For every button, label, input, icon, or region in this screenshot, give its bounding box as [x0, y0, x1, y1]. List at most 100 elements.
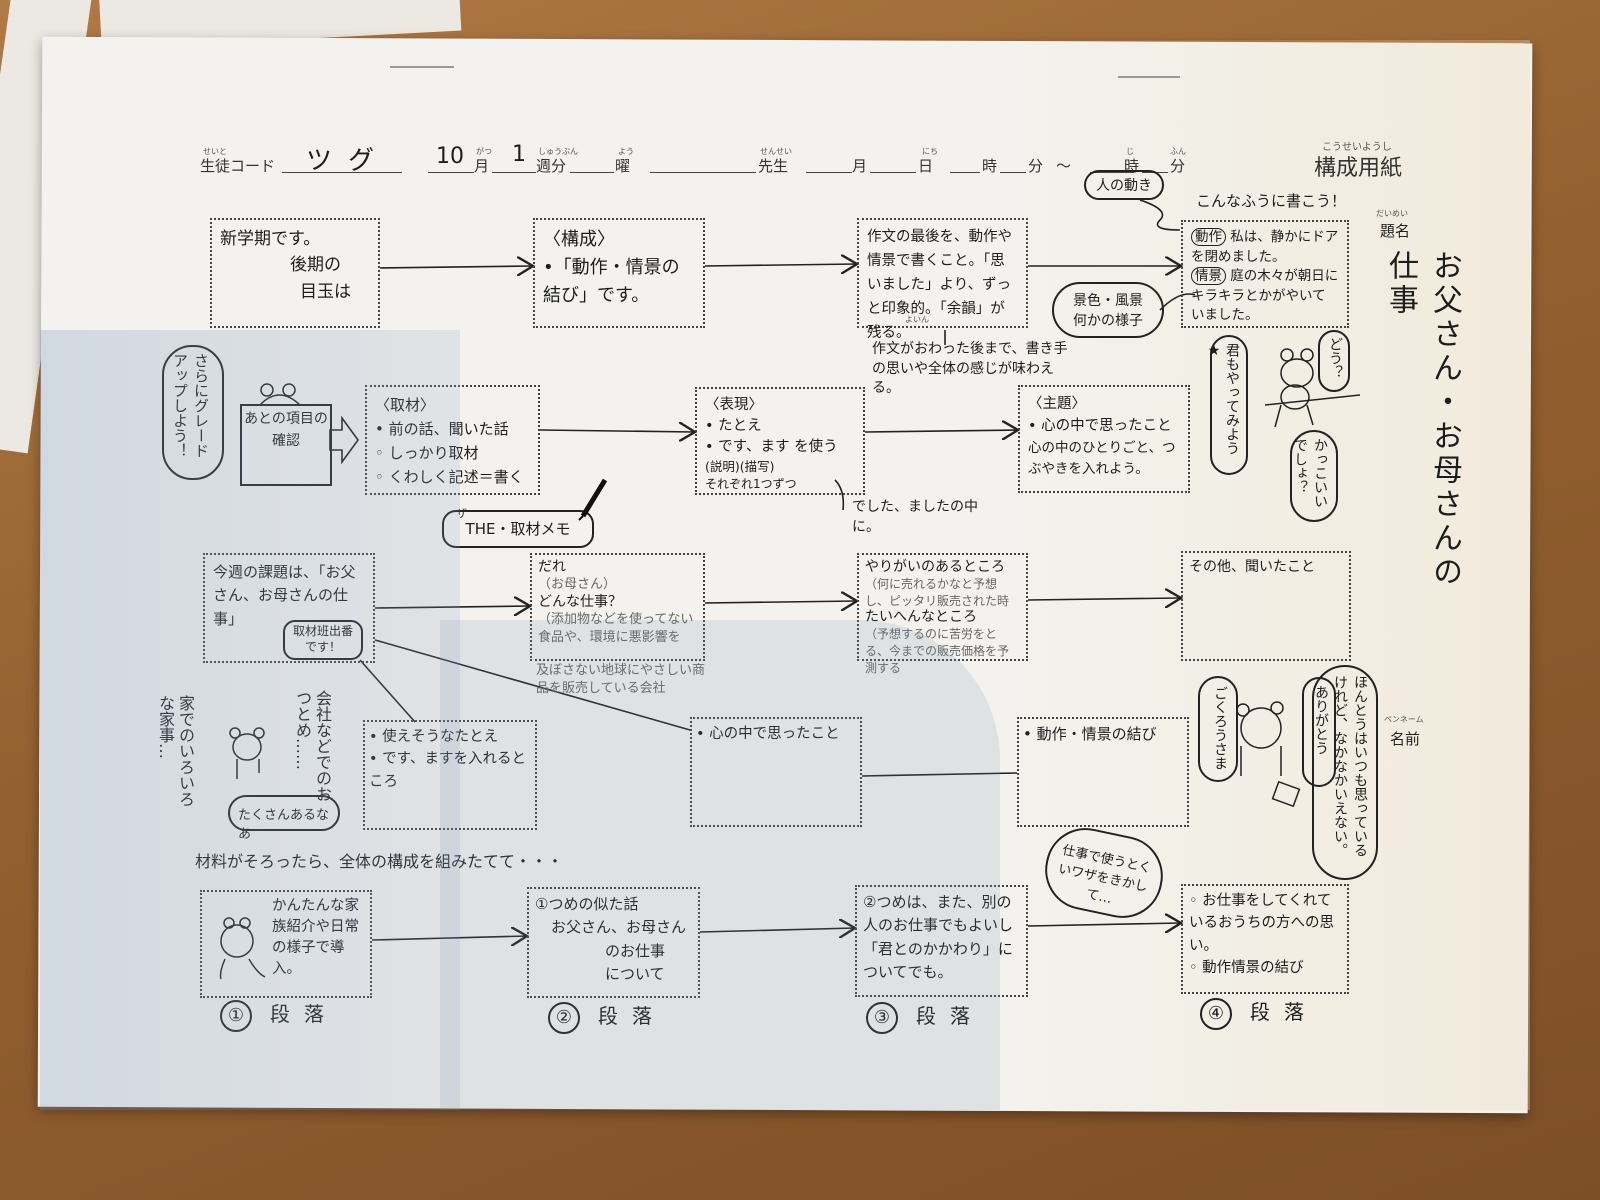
label: 段落	[1250, 1000, 1318, 1024]
ruby: ペンネーム	[1384, 715, 1424, 724]
review-sign: あとの項目の確認	[240, 404, 332, 486]
hour-label: 時	[982, 157, 998, 175]
list-item: • 使えそうなたとえ	[369, 729, 499, 745]
sign-arrow	[329, 415, 359, 465]
paragraph-3-box: ②つめは、また、別の人のお仕事でもよいし「君とのかかわり」についてでも。	[855, 885, 1028, 997]
staple	[1118, 76, 1180, 78]
name-label: 名前	[1390, 730, 1421, 748]
note-company: 会社などでのおつとめ……	[293, 690, 332, 802]
tilde: ～	[1056, 157, 1072, 175]
text: 後期の	[290, 255, 341, 276]
connector	[374, 639, 691, 731]
teacher-field[interactable]	[650, 152, 756, 173]
text: ①つめの似た話	[535, 895, 639, 913]
pencil-answer[interactable]: （何に売れるかなと予想し、ピッタリ販売された時	[865, 576, 1010, 608]
text: 今週の課題は、「お父さん、お母さんの仕事」	[213, 563, 356, 628]
expression-box: 〈表現〉 • たとえ • です、ます を使う (説明)(描写) それぞれ1つずつ	[695, 387, 865, 495]
aftertaste-note: 作文がおわった後まで、書き手の思いや全体の感じが味わえる。	[872, 341, 1068, 397]
field-label: どんな仕事？	[538, 593, 622, 610]
circled-number: ③	[866, 1002, 898, 1034]
theme-box: 〈主題〉 • 心の中で思ったこと 心の中のひとりごと、つぶやきを入れよう。	[1018, 385, 1190, 493]
list-item: (説明)(描写)	[705, 459, 775, 475]
frog-icon	[229, 727, 265, 779]
list-item: ◦ くわしく記述＝書く	[375, 468, 524, 486]
pencil-answer[interactable]: （お母さん）	[538, 576, 617, 592]
list-item: ◦ しっかり取材	[375, 444, 479, 462]
frog-icon	[258, 383, 302, 406]
date-day-label: 日	[918, 157, 934, 175]
pen-icon	[578, 478, 608, 521]
ruby: ザ	[456, 507, 467, 520]
action-scene-ending-box[interactable]: • 動作・情景の結び	[1017, 717, 1189, 827]
tag-action: 動作	[1191, 228, 1226, 246]
pencil-answer[interactable]: （予想するのに苦労をとる、今までの販売価格を予測する	[865, 627, 1010, 675]
ending-explanation-box: 作文の最後を、動作や情景で書くこと。「思いました」より、ずっと印象的。「余韻」が…	[857, 218, 1028, 341]
field-label: やりがいのあるところ	[865, 559, 1005, 575]
text: ◦ 動作情景の結び	[1189, 960, 1304, 977]
ruby: にち	[922, 147, 938, 156]
inner-thoughts-box[interactable]: • 心の中で思ったこと	[690, 717, 862, 827]
note-tail	[834, 479, 845, 511]
text: 庭の木々が朝日にキラキラとかがやいていました。	[1191, 268, 1339, 324]
field-label: たいへんなところ	[865, 609, 977, 626]
paragraph-4-box: ◦ お仕事をしてくれているおうちの方への思い。 ◦ 動作情景の結び	[1181, 884, 1349, 994]
student-code-value: ツグ	[306, 146, 391, 176]
date-day-field[interactable]	[870, 152, 916, 173]
ruby: せんせい	[760, 147, 792, 156]
ruby: じ	[1126, 147, 1134, 156]
day-field[interactable]	[570, 152, 614, 173]
label: 段落	[270, 1002, 338, 1026]
list-item: • です、ます を使う	[705, 439, 838, 456]
text: 目玉は	[300, 281, 351, 302]
frog-icon	[219, 917, 266, 980]
label: 段落	[916, 1004, 984, 1028]
bubble-cool: かっこいいでしょ？	[1290, 430, 1338, 522]
ruby: しゅうぶん	[538, 147, 578, 156]
ruby: だいめい	[1376, 209, 1408, 218]
day-label: 曜	[615, 157, 631, 175]
paragraph-1-box: かんたんな家族紹介や日常の様子で導入。	[200, 890, 372, 998]
text: 新学期です。	[220, 229, 321, 249]
arrow	[699, 928, 855, 932]
month-value: 10	[436, 144, 464, 169]
bubble-action: 人の動き	[1084, 170, 1164, 200]
arrow	[1027, 598, 1181, 600]
date-month-field[interactable]	[806, 152, 852, 173]
ruby: せいと	[203, 147, 227, 156]
box-heading: 〈構成〉	[543, 229, 615, 250]
ruby: がつ	[476, 147, 492, 156]
student-code-field[interactable]: ツグ	[282, 146, 402, 176]
deshita-note: でした、ましたの中に。	[852, 499, 978, 535]
pencil-answer[interactable]: （添加物などを使ってない食品や、環境に悪影響を	[538, 611, 694, 645]
arrow	[379, 266, 533, 268]
usable-expressions-box[interactable]: • 使えそうなたとえ • です、ますを入れるところ	[363, 720, 537, 830]
field-label: だれ	[538, 559, 566, 575]
paragraph-2-box: ①つめの似た話 お父さん、お母さん のお仕事 について	[527, 887, 700, 998]
text: かんたんな家族紹介や日常の様子で導入。	[272, 898, 359, 978]
start-min-field[interactable]	[1000, 152, 1026, 173]
list-item: 心の中のひとりごと、つぶやきを入れよう。	[1028, 439, 1176, 477]
list-item: • 前の話、聞いた話	[375, 420, 509, 438]
research-box: 〈取材〉 • 前の話、聞いた話 ◦ しっかり取材 ◦ くわしく記述＝書く	[365, 385, 540, 495]
arrow	[1027, 923, 1181, 926]
title-value[interactable]: お父さん・お母さんの仕事	[1383, 250, 1462, 590]
staple	[390, 66, 454, 68]
pencil-answer-continued: 及ぼさない地球にやさしい商品を販売している会社	[536, 663, 706, 697]
start-hour-field[interactable]	[950, 152, 980, 173]
week-field[interactable]: 1	[492, 142, 536, 173]
bubble-grade-up: さらにグレードアップしよう！	[162, 345, 224, 480]
list-item: • 心の中で思ったこと	[696, 726, 840, 742]
text: ②つめは、また、別の人のお仕事でもよいし「君とのかかわり」についてでも。	[863, 893, 1014, 981]
arrow	[371, 936, 527, 940]
list-item: それぞれ1つずつ	[705, 477, 797, 492]
frog-on-branch-icon	[1264, 348, 1361, 428]
text: •「動作・情景の結び」です。	[543, 256, 680, 306]
frog-with-charm-icon	[1236, 701, 1301, 808]
example-box: 動作 私は、静かにドアを閉めました。 情景 庭の木々が朝日にキラキラとかがやいて…	[1181, 220, 1349, 328]
month-field[interactable]: 10	[428, 144, 474, 173]
ruby: こうせいようし	[1322, 142, 1392, 153]
other-notes-box[interactable]: その他、聞いたこと	[1181, 551, 1351, 661]
list-item: • 動作・情景の結び	[1023, 725, 1157, 743]
